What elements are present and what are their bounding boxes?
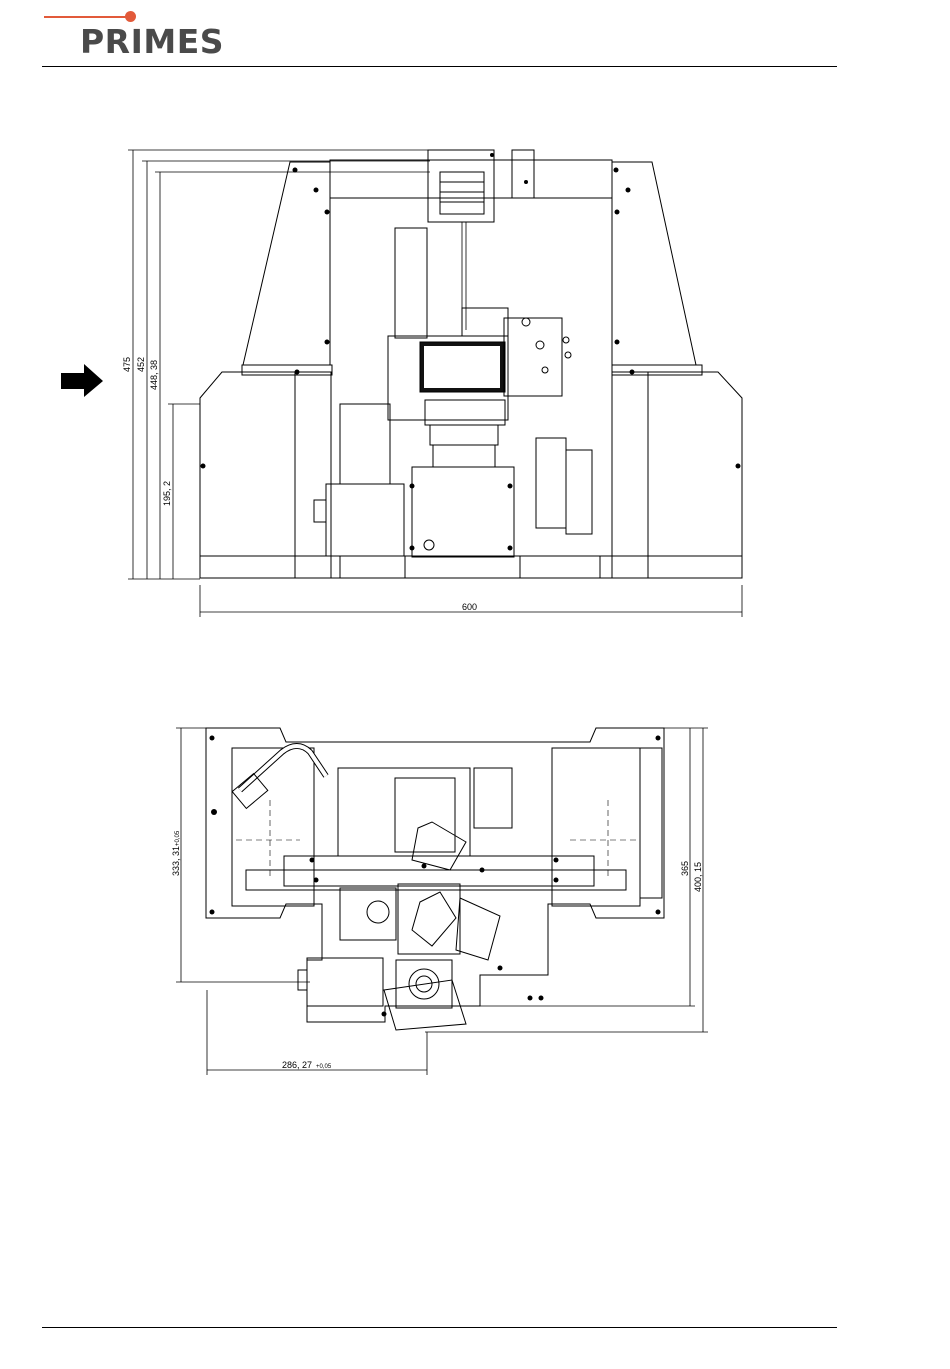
crossbar-top [284,856,594,886]
right-angled-sensor [456,898,500,960]
lower-left-block [340,888,396,940]
sensor-lens [440,172,484,214]
right-arrow-icon [61,364,103,397]
left-arm [243,162,330,365]
right-motor [566,450,592,534]
left-lower-housing [200,372,295,578]
right-arm [612,162,696,365]
left-motor [326,484,404,556]
top-view: 333, 31 +0,05 365 400, 15 286, 27 +0,05 [171,728,708,1075]
left-frame-top [232,748,314,906]
right-inner-block [474,768,512,828]
front-view: 475 452 448, 38 195, 2 600 [61,150,742,617]
side-connector-block [504,318,562,396]
right-inner-panel [612,372,648,578]
motor-port [424,540,434,550]
right-frame-top [552,748,640,906]
dim-bottom-width-tol: +0,05 [316,1064,332,1070]
center-column [395,228,427,338]
center-block-top [338,768,470,856]
dim-height-2: 452 [136,357,146,372]
lens-ring-2 [430,425,498,445]
right-rail-top [640,748,662,898]
dim-bottom-width: 286, 27 [282,1060,312,1070]
base-plate-top [206,728,664,1022]
side-motor-shaft [298,970,307,990]
left-motor-shaft [314,500,326,522]
base-plate [200,556,742,578]
dim-right-height-2: 400, 15 [693,862,703,892]
centerlines [236,800,640,880]
right-lower-housing [648,372,742,578]
dim-height-4: 195, 2 [162,481,172,506]
dim-total-height: 475 [122,357,132,372]
motor-box [412,467,514,557]
right-ledge [612,365,702,375]
lower-angled-sensor [412,892,456,946]
lower-left-port [367,901,389,923]
lens-ring-3 [433,445,495,467]
lens-ring-1 [425,400,505,425]
left-support [340,404,390,484]
top-dimension-lines [176,728,708,1075]
dimension-line-width [200,585,742,617]
dim-left-height-tol: +0,05 [175,830,181,846]
left-ledge [242,365,332,375]
center-inner-block [395,778,455,852]
crossbar-lower [246,870,626,890]
top-connector [462,308,508,336]
dim-left-height: 333, 31 [171,846,181,876]
dim-width: 600 [462,602,477,612]
dim-right-height-1: 365 [680,861,690,876]
right-support [536,438,566,528]
angled-sensor [412,822,466,870]
top-bracket [512,150,534,198]
side-motor-top [307,958,383,1006]
dim-height-3: 448, 38 [149,360,159,390]
